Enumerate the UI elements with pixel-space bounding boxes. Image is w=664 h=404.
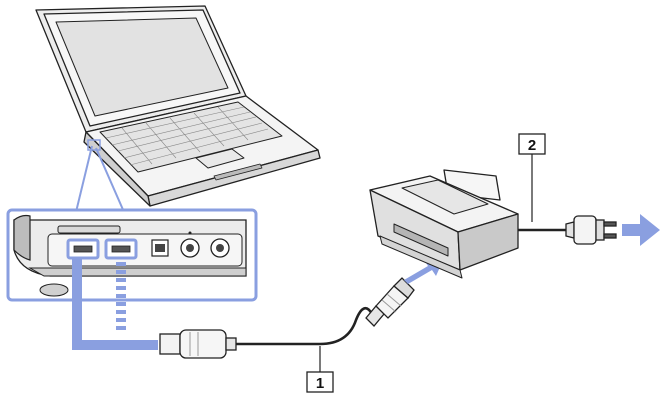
laptop-side-port-marker: [87, 139, 101, 151]
usb-guide-path: [72, 258, 158, 350]
callout-box-1: [306, 371, 334, 393]
callout-box-2: [518, 133, 546, 155]
usb-cable: [236, 306, 374, 346]
callout-label-2: 2: [528, 137, 536, 154]
usb-port-icon: [66, 238, 100, 260]
firewire-port-icon: [151, 239, 169, 257]
usb-guide-dashed: [116, 262, 126, 330]
usb-a-plug-icon: [159, 329, 237, 359]
printer-icon: [369, 169, 519, 279]
usb-port-icon-2: [104, 238, 138, 260]
usb-b-plug-icon: [365, 277, 415, 327]
power-plug-icon: [565, 215, 617, 245]
keyboard-keys: [105, 106, 269, 166]
audio-jack-icon-2: [210, 238, 230, 258]
zoom-connector-lines: [75, 145, 125, 213]
laptop-icon: [35, 5, 321, 207]
audio-jack-icon: [180, 231, 200, 258]
arrow-right-icon-power: [622, 214, 660, 246]
callout-label-1: 1: [316, 375, 324, 392]
